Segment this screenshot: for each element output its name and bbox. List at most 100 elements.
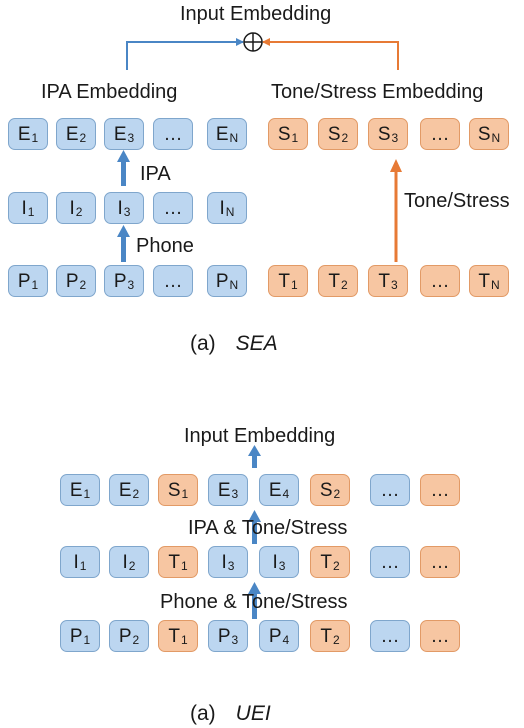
token-base: P — [17, 270, 31, 292]
token-subscript: 2 — [332, 559, 340, 573]
token-subscript: 2 — [79, 131, 87, 145]
sea-phone-arrow-label: Phone — [136, 235, 194, 257]
sea-phone-token: … — [153, 265, 193, 297]
token-subscript: 2 — [340, 278, 348, 292]
token-base: … — [380, 479, 400, 501]
token-base: S — [377, 123, 391, 145]
token-base: … — [380, 625, 400, 647]
token-base: S — [327, 123, 341, 145]
uei-phone-up-arrow — [248, 582, 261, 619]
token-subscript: 1 — [83, 487, 91, 501]
token-subscript: N — [491, 131, 501, 145]
token-subscript: 3 — [227, 559, 235, 573]
uei-ipa-tone-arrow-label: IPA & Tone/Stress — [188, 517, 348, 539]
sea-ipa-embedding-label: IPA Embedding — [41, 81, 178, 103]
token-base: P — [69, 625, 83, 647]
token-subscript: N — [490, 278, 500, 292]
token-base: P — [65, 270, 79, 292]
token-base: E — [118, 479, 132, 501]
uei-ipa-up-arrow — [248, 510, 261, 544]
sea-right-to-combine-line — [262, 38, 399, 70]
token-base: P — [118, 625, 132, 647]
token-subscript: 3 — [231, 633, 239, 647]
token-subscript: 2 — [128, 559, 136, 573]
token-base: E — [217, 479, 231, 501]
token-subscript: 1 — [180, 633, 188, 647]
token-base: E — [65, 123, 79, 145]
token-base: … — [430, 123, 450, 145]
token-base: … — [163, 197, 183, 219]
token-subscript: 1 — [27, 205, 35, 219]
sea-embedding-token: … — [420, 118, 460, 150]
token-subscript: 2 — [132, 633, 140, 647]
token-base: … — [430, 551, 450, 573]
token-base: E — [268, 479, 282, 501]
token-base: T — [478, 270, 490, 292]
token-base: I — [73, 551, 79, 573]
token-subscript: 2 — [79, 278, 87, 292]
sea-ipa-token: … — [153, 192, 193, 224]
token-subscript: 4 — [282, 487, 290, 501]
token-base: I — [21, 197, 27, 219]
token-subscript: 2 — [333, 487, 341, 501]
token-subscript: 3 — [127, 278, 135, 292]
uei-input-embedding-label: Input Embedding — [184, 425, 336, 447]
token-subscript: 3 — [391, 131, 399, 145]
token-base: P — [217, 625, 231, 647]
token-subscript: N — [229, 131, 239, 145]
token-base: E — [215, 123, 229, 145]
token-subscript: 4 — [282, 633, 290, 647]
token-base: … — [430, 625, 450, 647]
token-subscript: 2 — [132, 487, 140, 501]
token-base: … — [163, 123, 183, 145]
token-base: T — [378, 270, 390, 292]
sea-caption-name: SEA — [235, 332, 278, 355]
uei-caption: (a)UEI — [190, 703, 271, 724]
sea-tone-stress-arrow-label: Tone/Stress — [404, 190, 510, 212]
token-subscript: 1 — [83, 633, 91, 647]
uei-phone-token: … — [420, 620, 460, 652]
sea-ipa-arrow-label: IPA — [140, 163, 171, 185]
token-subscript: 2 — [341, 131, 349, 145]
uei-ipa-token: … — [370, 546, 410, 578]
sea-tone-stress-embedding-label: Tone/Stress Embedding — [271, 81, 484, 103]
token-base: S — [277, 123, 291, 145]
sea-caption-prefix: (a) — [190, 332, 216, 355]
uei-ipa-token: … — [420, 546, 460, 578]
token-base: S — [167, 479, 181, 501]
token-subscript: 1 — [31, 131, 39, 145]
uei-embedding-token: … — [420, 474, 460, 506]
token-base: I — [272, 551, 278, 573]
token-base: I — [69, 197, 75, 219]
token-subscript: 2 — [332, 633, 340, 647]
token-base: T — [328, 270, 340, 292]
